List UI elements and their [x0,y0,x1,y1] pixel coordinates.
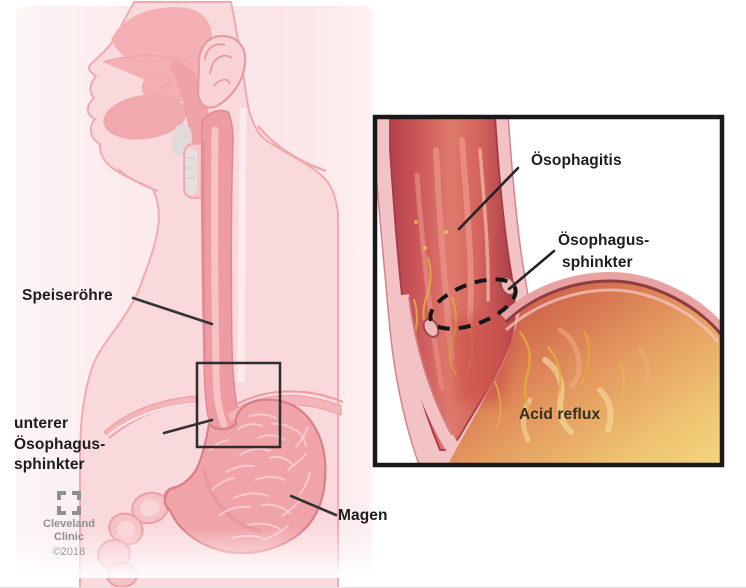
credit-org-line: Clinic [54,530,84,543]
pointer-lines [131,296,338,517]
inset-pointer-lines [457,166,556,291]
ear [196,34,247,109]
inset-frame [372,114,725,468]
inset-acid-swirls [494,327,651,443]
label-line: Ösophagus- [14,435,106,453]
label-line: sphinkter [14,456,85,473]
credit-org-line: Cleveland [43,518,95,530]
label-line: unterer [14,415,69,432]
label-unterer-oesophagussphinkter: unterer Ösophagus- sphinkter [14,414,105,476]
cleveland-clinic-logo-icon [57,491,81,515]
label-line: Ösophagus- [558,232,650,249]
credit-year: ©2018 [52,546,86,558]
inset-figure [372,114,725,468]
inset-sphincter-dashed-ring [428,277,518,331]
inset-stomach-wall [500,271,720,336]
label-oesophagus-sphinkter: Ösophagus- sphinkter [558,230,649,274]
label-line: sphinkter [562,254,633,271]
label-magen: Magen [338,507,388,524]
cleveland-clinic-credit: Cleveland Clinic ©2018 [30,490,108,558]
stomach-texture [209,413,311,541]
inset-folds [414,137,490,391]
inset-sphincter-muscle-left [422,318,440,338]
label-oesophagitis: Ösophagitis [531,152,622,169]
body-figure [16,1,372,588]
unterer-sphinkter-pointer [162,418,214,435]
magen-pointer [289,494,338,517]
inset-stomach-interior [448,275,720,463]
sphinkter-pointer [507,249,556,291]
esophagus [200,109,245,439]
speiseroehre-pointer [131,296,214,326]
zoom-region-box [195,361,282,449]
label-speiseroehre: Speiseröhre [22,287,113,304]
oesophagitis-pointer [457,166,520,231]
label-acid-reflux: Acid reflux [519,406,601,423]
